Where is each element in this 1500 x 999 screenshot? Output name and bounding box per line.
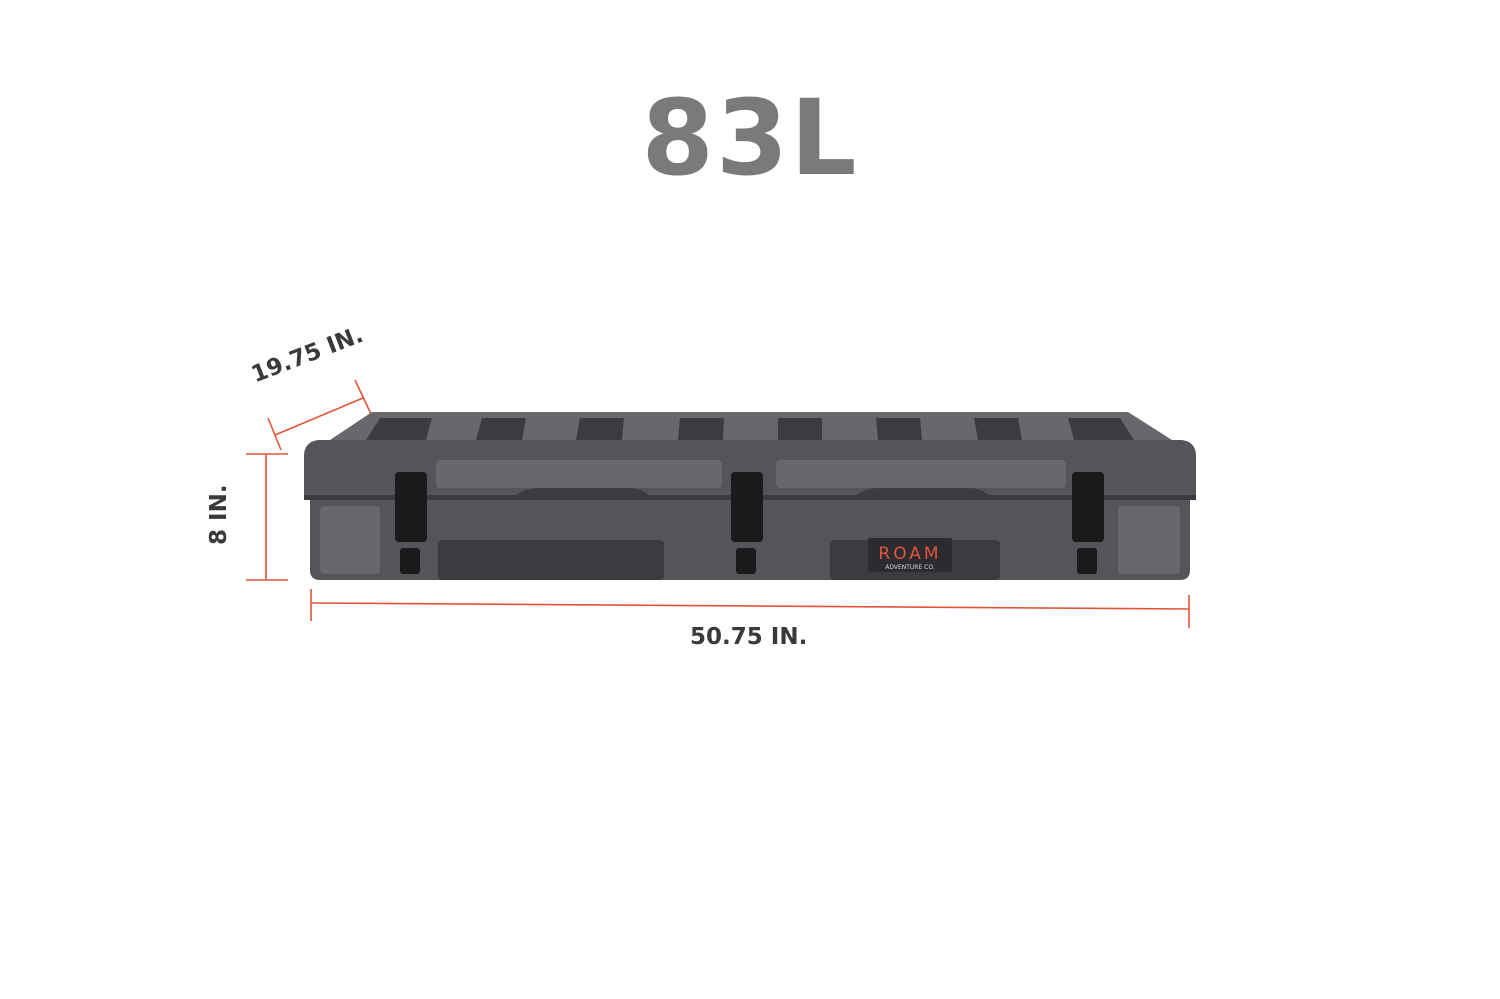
capacity-title: 83L <box>641 77 859 199</box>
brand-logo-tagline: ADVENTURE CO. <box>885 564 935 571</box>
case-lower-panels <box>320 506 1180 574</box>
depth-dimension-tick-right <box>354 379 372 415</box>
case-lid-top <box>330 412 1172 440</box>
dimension-lines <box>246 379 1190 628</box>
width-dimension-label: 50.75 IN. <box>690 624 808 650</box>
brand-logo: ROAM ADVENTURE CO. <box>868 538 952 572</box>
case-latches <box>395 472 1104 574</box>
latch-center <box>731 472 763 574</box>
case-lid-panels <box>436 460 1066 488</box>
cargo-case: ROAM ADVENTURE CO. <box>304 412 1196 580</box>
brand-logo-name: ROAM <box>878 544 941 564</box>
latch-right <box>1072 472 1104 574</box>
case-lid-ribs <box>366 418 1134 440</box>
depth-dimension-tick-left <box>267 417 282 451</box>
width-dimension-line <box>310 602 1190 610</box>
case-handle-recesses <box>512 488 992 500</box>
depth-dimension-line <box>274 397 364 436</box>
latch-left <box>395 472 427 574</box>
